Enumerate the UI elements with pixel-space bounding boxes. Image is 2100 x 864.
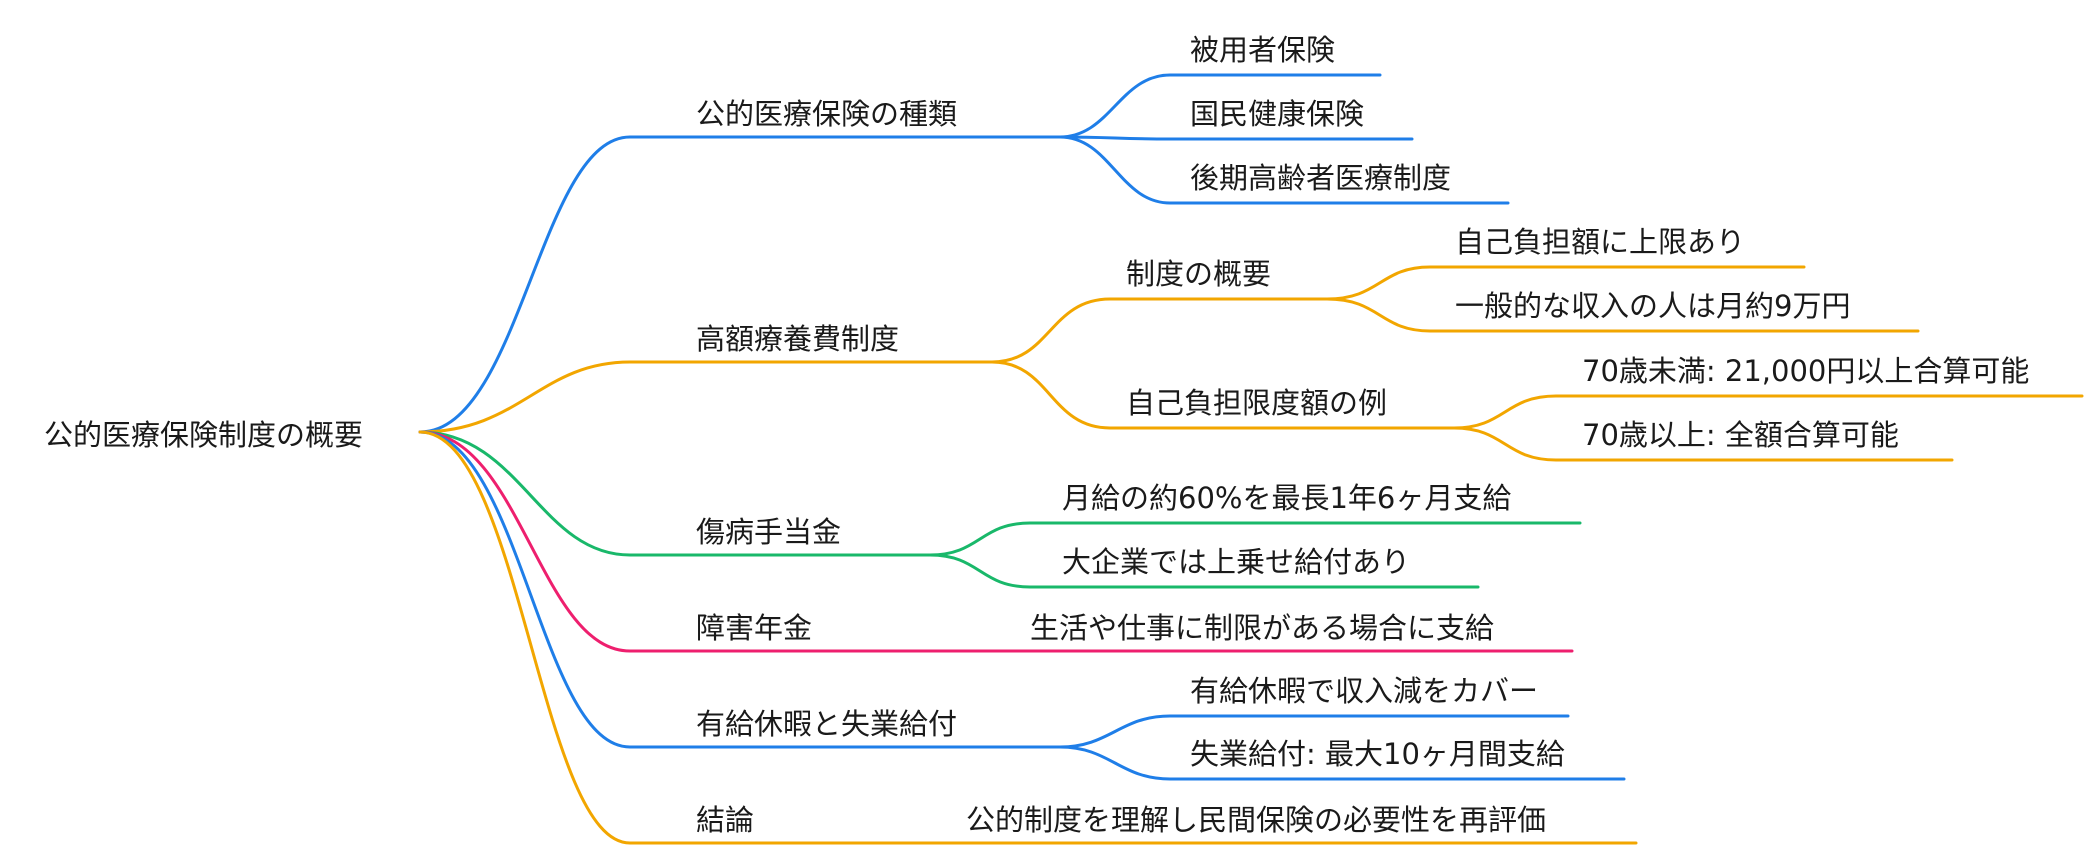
edge-types-to-national-health: [1058, 135, 1414, 141]
branch-types[interactable]: 公的医療保険の種類: [696, 97, 957, 131]
edge-root-to-disability: [418, 430, 1574, 653]
edge-high-cost-to-overview: [990, 297, 1329, 364]
root-node[interactable]: 公的医療保険制度の概要: [44, 418, 363, 452]
edge-root-to-leave: [418, 430, 1062, 749]
edge-sickness-to-extra: [928, 553, 1480, 589]
edge-leave-to-paid-leave: [1058, 714, 1570, 749]
node-overview[interactable]: 制度の概要: [1126, 257, 1271, 291]
edge-root-to-sickness: [418, 430, 932, 557]
node-over70[interactable]: 70歳以上: 全額合算可能: [1582, 418, 1899, 452]
node-elderly-medical[interactable]: 後期高齢者医療制度: [1190, 161, 1451, 195]
node-extra-benefit[interactable]: 大企業では上乗せ給付あり: [1062, 545, 1410, 579]
edge-high-cost-to-limit-examples: [990, 360, 1456, 430]
edge-overview-to-monthly: [1325, 297, 1920, 333]
node-monthly[interactable]: 一般的な収入の人は月約9万円: [1455, 289, 1850, 323]
edge-leave-to-unemployment: [1058, 745, 1626, 781]
branch-disability[interactable]: 障害年金: [696, 611, 812, 645]
node-conclusion-detail[interactable]: 公的制度を理解し民間保険の必要性を再評価: [966, 803, 1546, 837]
node-employee-insurance[interactable]: 被用者保険: [1190, 33, 1335, 67]
edge-limit-to-over70: [1452, 426, 1954, 462]
edge-types-to-employee-insurance: [1058, 73, 1382, 139]
node-60pct[interactable]: 月給の約60%を最長1年6ヶ月支給: [1062, 481, 1511, 515]
edge-root-to-types: [418, 135, 1062, 434]
edge-limit-to-under70: [1452, 394, 2084, 430]
edge-root-to-conclusion: [418, 430, 1638, 845]
edge-sickness-to-60pct: [928, 521, 1582, 557]
branch-conclusion[interactable]: 結論: [696, 803, 754, 837]
node-unemployment[interactable]: 失業給付: 最大10ヶ月間支給: [1190, 737, 1565, 771]
edge-types-to-elderly-medical: [1058, 135, 1510, 205]
node-disability-condition[interactable]: 生活や仕事に制限がある場合に支給: [1030, 611, 1494, 645]
node-under70[interactable]: 70歳未満: 21,000円以上合算可能: [1582, 354, 2029, 388]
node-national-health[interactable]: 国民健康保険: [1190, 97, 1364, 131]
branch-sickness[interactable]: 傷病手当金: [696, 515, 841, 549]
node-limit-examples[interactable]: 自己負担限度額の例: [1126, 386, 1387, 420]
node-cap[interactable]: 自己負担額に上限あり: [1455, 225, 1745, 259]
edge-root-to-high-cost: [418, 360, 994, 434]
labels: 公的医療保険制度の概要 公的医療保険の種類 被用者保険 国民健康保険 後期高齢者…: [44, 33, 2029, 837]
node-paid-leave[interactable]: 有給休暇で収入減をカバー: [1190, 674, 1538, 708]
branch-leave[interactable]: 有給休暇と失業給付: [696, 707, 957, 741]
connectors: [418, 73, 2084, 845]
branch-high-cost[interactable]: 高額療養費制度: [696, 322, 899, 356]
edge-overview-to-cap: [1325, 265, 1806, 301]
